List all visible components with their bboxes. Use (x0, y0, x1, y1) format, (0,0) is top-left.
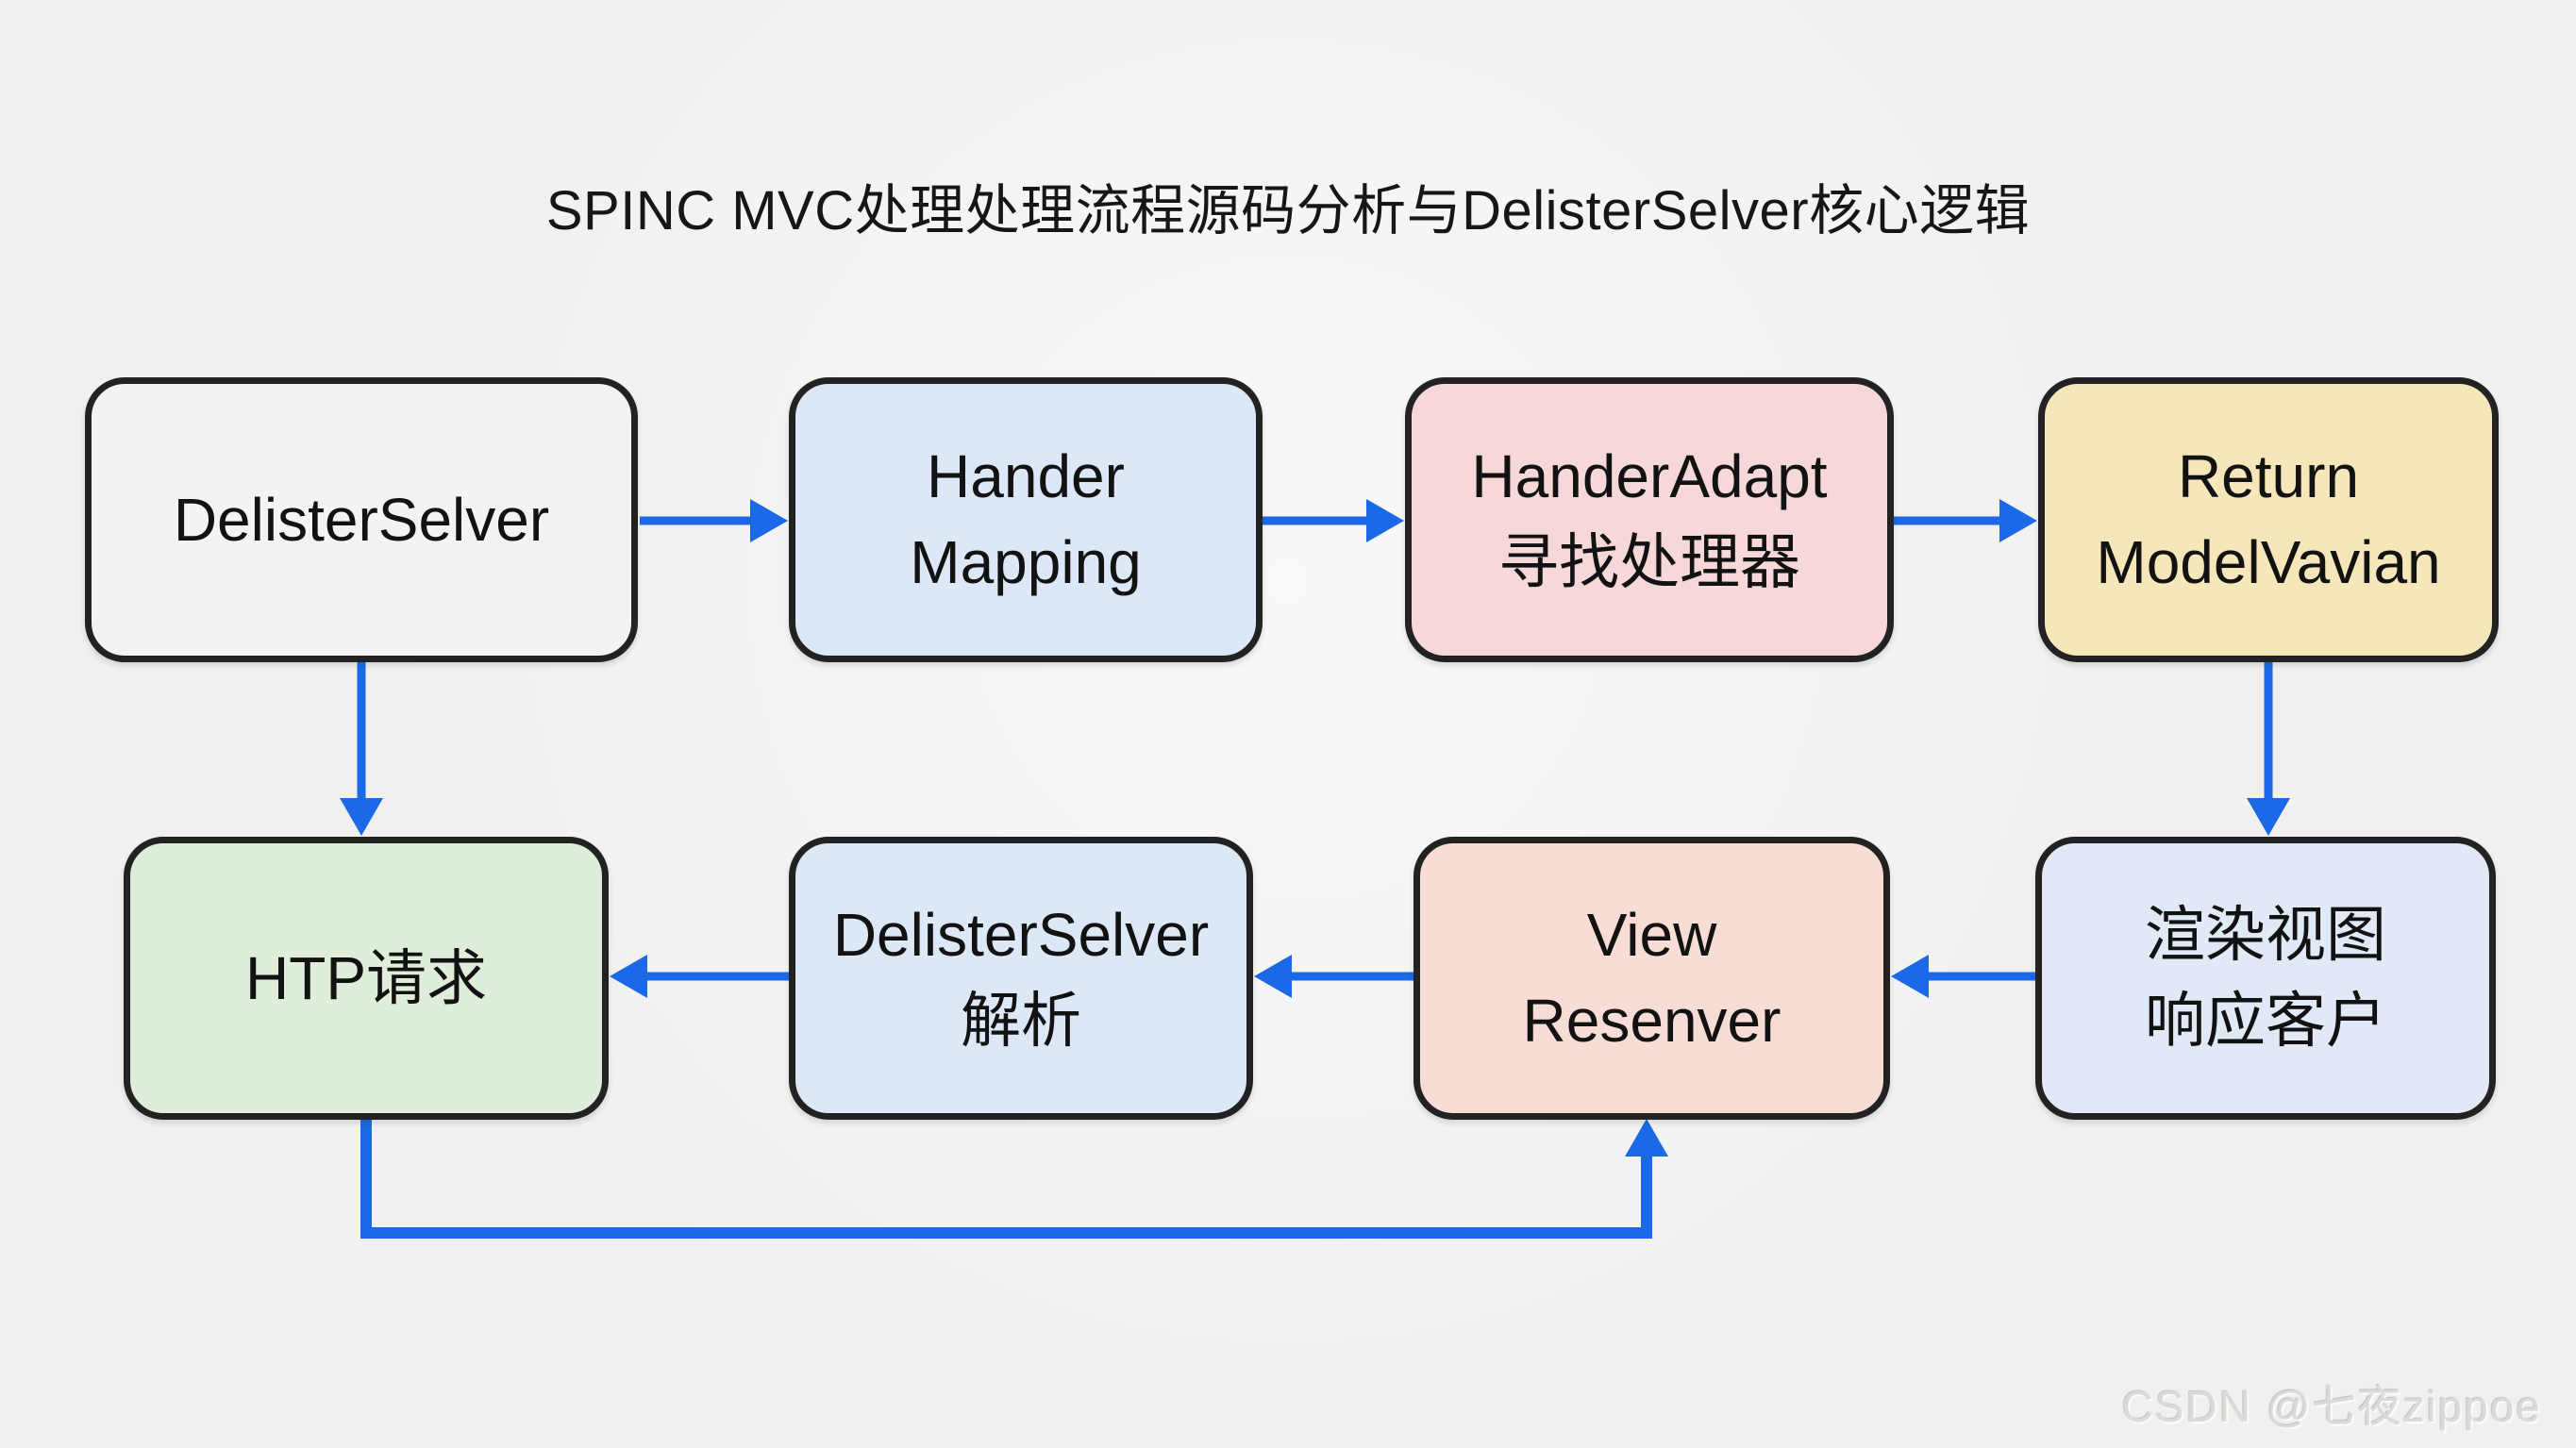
node-delister-selver: DelisterSelver (85, 377, 638, 662)
node-label: DelisterSelver (173, 485, 550, 554)
node-return-modelvavian: Return ModelVavian (2038, 377, 2499, 662)
edge-htprequest-loop-to-viewresenver (360, 1119, 1668, 1239)
node-label: View (1586, 901, 1717, 970)
node-label: 响应客户 (2145, 987, 2386, 1055)
edge-delisterselver-to-htprequest (340, 662, 383, 836)
edge-renderview-to-viewresenver (1891, 955, 2035, 998)
diagram-title: SPINC MVC处理处理流程源码分析与DelisterSelver核心逻辑 (545, 180, 2031, 241)
node-label: ModelVavian (2096, 528, 2441, 596)
node-htp-request: HTP请求 (124, 837, 609, 1120)
edge-returnmodelvavian-to-renderview (2247, 662, 2290, 836)
node-label: DelisterSelver (832, 901, 1210, 970)
node-render-view: 渲染视图 响应客户 (2035, 837, 2496, 1120)
node-label: HanderAdapt (1471, 442, 1828, 511)
node-label: HTP请求 (245, 943, 487, 1012)
node-view-resenver: View Resenver (1413, 837, 1890, 1120)
node-label: 寻找处理器 (1498, 528, 1800, 596)
node-label: 渲染视图 (2145, 901, 2386, 970)
node-label: Mapping (910, 528, 1142, 596)
csdn-watermark: CSDN @七夜zippoe (2121, 1382, 2542, 1431)
node-label: Return (2177, 442, 2360, 511)
edge-delisterselver-to-handermapping (640, 499, 788, 542)
edge-handermapping-to-handeradapt (1263, 499, 1404, 542)
edge-viewresenver-to-delisterselverparse (1254, 955, 1413, 998)
node-delister-selver-parse: DelisterSelver 解析 (789, 837, 1253, 1120)
node-label: 解析 (961, 987, 1081, 1055)
edge-handeradapt-to-returnmodelvavian (1894, 499, 2037, 542)
node-hander-mapping: Hander Mapping (789, 377, 1263, 662)
node-label: Resenver (1522, 987, 1781, 1055)
edge-delisterselverparse-to-htprequest (610, 955, 789, 998)
node-hander-adapt: HanderAdapt 寻找处理器 (1405, 377, 1894, 662)
node-label: Hander (927, 442, 1125, 511)
